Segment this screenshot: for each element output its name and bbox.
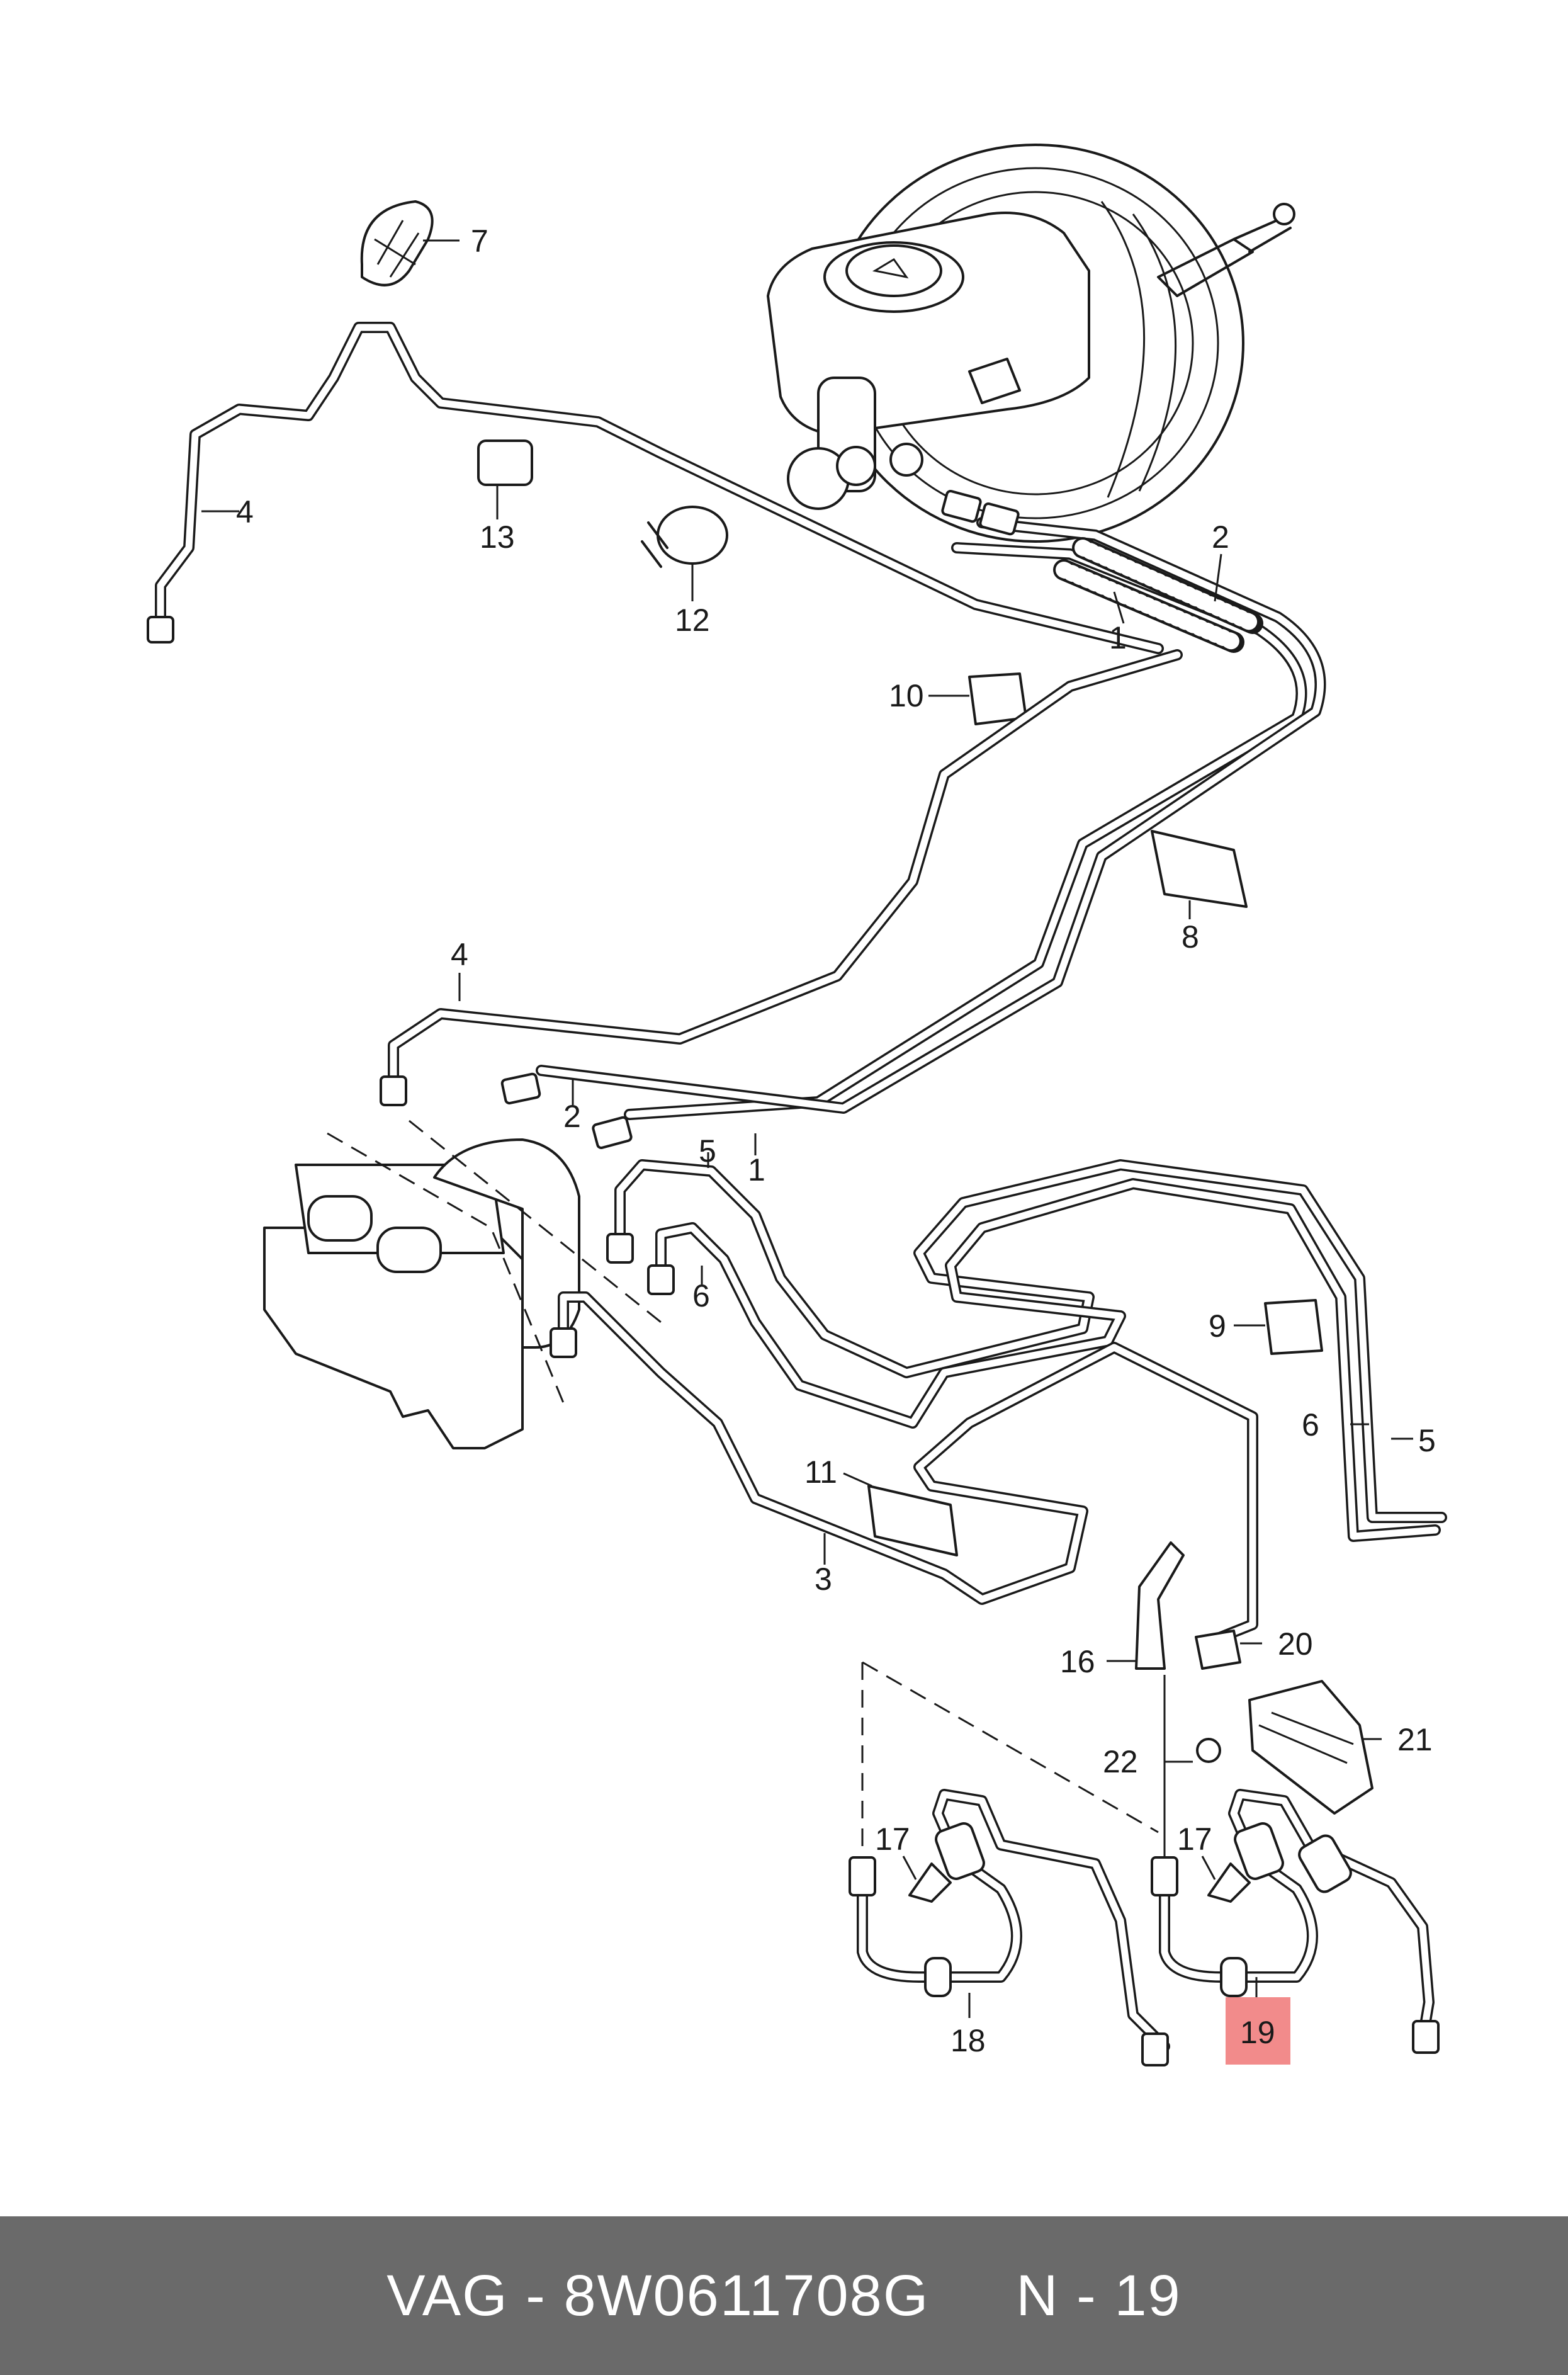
callout-9: 9 bbox=[1209, 1308, 1226, 1344]
clip-11 bbox=[867, 1485, 958, 1556]
part-footer-text: VAG - 8W0611708G N - 19 bbox=[386, 2263, 1182, 2328]
callouts: 7 4 13 12 2 1 10 8 4 2 5 1 6 9 6 5 11 3 … bbox=[236, 224, 1436, 2058]
clip-13 bbox=[477, 439, 533, 486]
pipe-fittings bbox=[147, 490, 1020, 1358]
master-cylinder bbox=[767, 212, 1090, 510]
highlight-box bbox=[1226, 1997, 1290, 2065]
braided-hoses bbox=[1053, 537, 1263, 653]
callout-12: 12 bbox=[675, 603, 710, 638]
leader-lines bbox=[201, 239, 1413, 2018]
callout-21: 21 bbox=[1397, 1722, 1433, 1757]
abs-unit bbox=[263, 1119, 662, 1449]
clip-12 bbox=[641, 506, 728, 568]
callout-5-right: 5 bbox=[1418, 1423, 1436, 1458]
callout-3: 3 bbox=[815, 1562, 832, 1597]
callout-2-upper: 2 bbox=[1212, 519, 1229, 555]
callout-17-right: 17 bbox=[1177, 1822, 1212, 1857]
callout-4-upper: 4 bbox=[236, 494, 254, 530]
callout-11: 11 bbox=[804, 1454, 837, 1490]
callout-6-right: 6 bbox=[1302, 1407, 1319, 1443]
callout-7: 7 bbox=[471, 224, 488, 259]
callout-16: 16 bbox=[1060, 1644, 1095, 1679]
callout-2-lower: 2 bbox=[563, 1099, 581, 1134]
part-footer-bar: VAG - 8W0611708G N - 19 bbox=[0, 2216, 1568, 2375]
callout-22: 22 bbox=[1103, 1744, 1138, 1779]
callout-19-highlighted: 19 bbox=[1240, 2015, 1275, 2050]
callout-5-left: 5 bbox=[699, 1133, 716, 1169]
clip-8 bbox=[1151, 830, 1248, 908]
brake-booster bbox=[826, 144, 1295, 543]
callout-6-left: 6 bbox=[692, 1278, 710, 1313]
callout-18: 18 bbox=[950, 2023, 986, 2058]
callout-1-lower: 1 bbox=[748, 1152, 765, 1188]
callout-17-left: 17 bbox=[875, 1822, 910, 1857]
callout-10: 10 bbox=[889, 678, 924, 713]
callout-4-lower: 4 bbox=[451, 937, 468, 972]
clip-9 bbox=[1264, 1299, 1323, 1355]
callout-13: 13 bbox=[480, 519, 515, 555]
rear-hoses bbox=[849, 1661, 1440, 2066]
brake-lines bbox=[155, 322, 1447, 1643]
bracket-7 bbox=[360, 200, 434, 286]
brake-line-diagram: 7 4 13 12 2 1 10 8 4 2 5 1 6 9 6 5 11 3 … bbox=[147, 144, 1447, 2066]
bracket-16-21 bbox=[1135, 1541, 1373, 1857]
callout-8: 8 bbox=[1182, 919, 1199, 955]
callout-1-upper: 1 bbox=[1109, 620, 1127, 655]
callout-20: 20 bbox=[1278, 1626, 1313, 1662]
